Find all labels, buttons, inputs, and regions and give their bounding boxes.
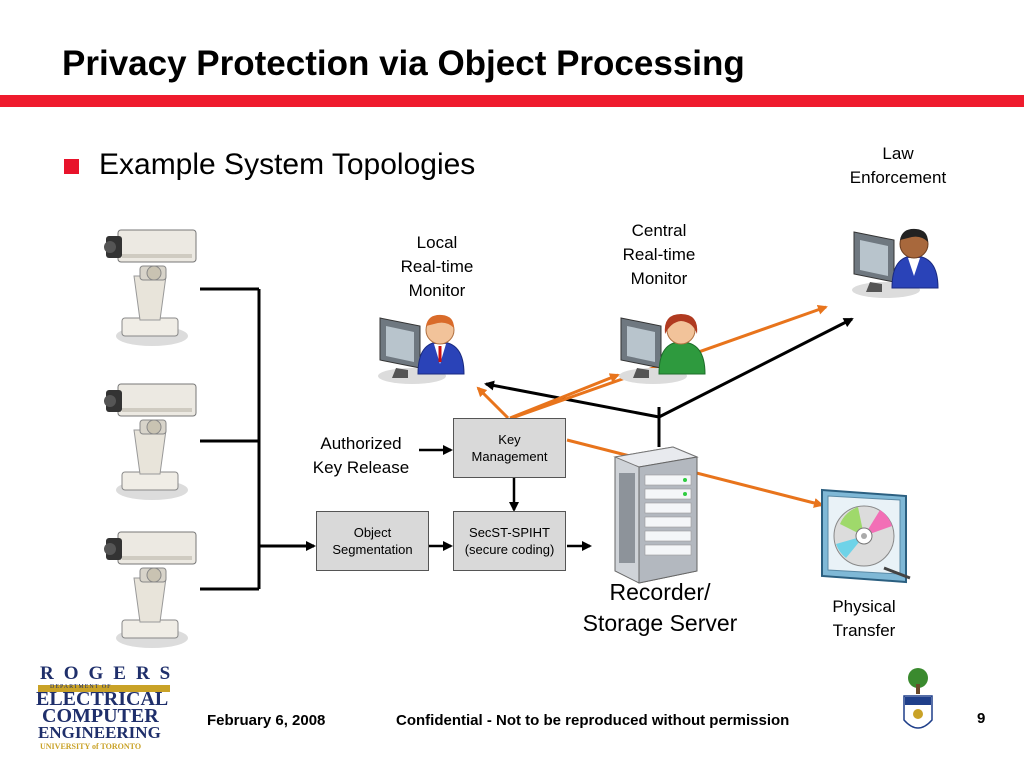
- logo-university-text: UNIVERSITY of TORONTO: [40, 742, 142, 751]
- secst-spiht-box: SecST-SPIHT (secure coding): [453, 511, 566, 571]
- rogers-ece-logo: ROGERS DEPARTMENT OF ELECTRICAL COMPUTER…: [34, 663, 174, 753]
- server-tower-icon: [613, 446, 699, 584]
- footer-date: February 6, 2008: [207, 712, 326, 729]
- logo-dept-text: DEPARTMENT OF: [50, 684, 112, 690]
- university-crest-icon: [903, 668, 933, 729]
- camera-3-icon: [103, 531, 197, 649]
- logo-engineering-text: ENGINEERING: [38, 723, 161, 742]
- logo-gold-band: [38, 685, 170, 692]
- logo-electrical-text: ELECTRICAL: [36, 688, 169, 710]
- local-monitor-label: Local Real-time Monitor: [400, 233, 474, 300]
- law-enforcement-icon: [851, 228, 939, 299]
- bullet-text: Example System Topologies: [99, 148, 476, 181]
- slide-title: Privacy Protection via Object Processing: [62, 44, 745, 83]
- law-enforcement-label: Law Enforcement: [849, 144, 947, 187]
- physical-transfer-label: Physical Transfer: [832, 597, 896, 640]
- logo-rogers-text: ROGERS: [40, 663, 181, 684]
- server-to-monitors-lines: [484, 317, 854, 447]
- object-segmentation-box: Object Segmentation: [316, 511, 429, 571]
- camera-2-icon: [103, 383, 197, 501]
- page-number: 9: [977, 710, 986, 727]
- central-monitor-icon: [618, 314, 706, 385]
- authorized-key-release-label: Authorized Key Release: [312, 434, 410, 477]
- central-monitor-label: Central Real-time Monitor: [622, 221, 696, 288]
- key-management-box: Key Management: [453, 418, 566, 478]
- cd-case-icon: [821, 488, 911, 584]
- logo-computer-text: COMPUTER: [42, 705, 159, 727]
- recorder-storage-server-label: Recorder/ Storage Server: [582, 579, 738, 636]
- bullet-square-icon: [64, 159, 79, 174]
- local-monitor-icon: [377, 314, 465, 385]
- title-accent-bar: [0, 95, 1024, 107]
- footer-confidential: Confidential - Not to be reproduced with…: [396, 712, 790, 729]
- camera-bus-lines: [200, 287, 261, 591]
- camera-1-icon: [103, 229, 197, 347]
